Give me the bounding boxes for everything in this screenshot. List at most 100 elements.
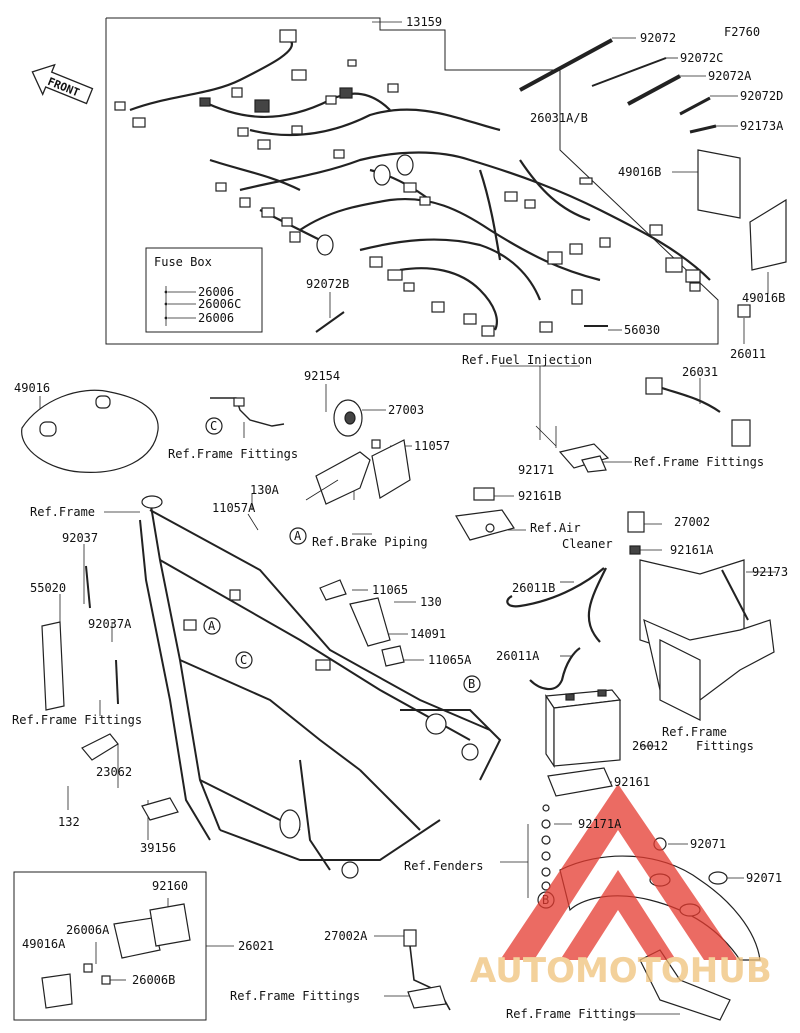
label-ref-frame: Ref.Frame [30, 505, 95, 519]
battery-26012 [544, 689, 622, 768]
label-26011A: 26011A [496, 649, 540, 663]
label-92071-a: 92071 [690, 837, 726, 851]
label-49016B-side: 49016B [742, 291, 785, 305]
label-ref-frame-fittings-c: Ref.Frame Fittings [168, 447, 298, 461]
fuse-box-title: Fuse Box [154, 255, 212, 269]
label-14091: 14091 [410, 627, 446, 641]
label-26011: 26011 [730, 347, 766, 361]
label-92071-b: 92071 [746, 871, 782, 885]
rod-92173 [721, 569, 749, 621]
label-ref-fuel-injection: Ref.Fuel Injection [462, 353, 592, 367]
relay-bracket-27002A [403, 929, 451, 1011]
label-56030: 56030 [624, 323, 660, 337]
label-26006-b: 26006 [198, 311, 234, 325]
cable-ties [315, 38, 717, 333]
label-26006-a: 26006 [198, 285, 234, 299]
cover-14091 [349, 597, 391, 647]
label-26006C: 26006C [198, 297, 241, 311]
label-92072A: 92072A [708, 69, 752, 83]
label-ref-frame-fittings-right-2: Fittings [696, 739, 754, 753]
label-92072: 92072 [640, 31, 676, 45]
marker-a-frame: A [208, 619, 216, 633]
label-ref-frame-fittings-right-1: Ref.Frame [662, 725, 727, 739]
battery-case [639, 559, 775, 721]
label-ref-frame-fittings-bottom: Ref.Frame Fittings [230, 989, 360, 1003]
label-23062: 23062 [96, 765, 132, 779]
label-27002: 27002 [674, 515, 710, 529]
marker-a-upper: A [294, 529, 302, 543]
pad-92161 [547, 767, 613, 797]
label-49016: 49016 [14, 381, 50, 395]
label-92037: 92037 [62, 531, 98, 545]
fuse-box-inset [145, 247, 263, 333]
part-labels: 13159 92072 92072C 92072A 92072D 92173A … [12, 15, 788, 1021]
label-49016A: 49016A [22, 937, 66, 951]
label-ref-air-cleaner: Cleaner [562, 537, 613, 551]
lead-26031 [645, 377, 751, 447]
bracket-23062 [81, 733, 119, 761]
label-39156: 39156 [140, 841, 176, 855]
label-11057: 11057 [414, 439, 450, 453]
label-26012: 26012 [632, 739, 668, 753]
label-26031AB: 26031A/B [530, 111, 588, 125]
label-ref-frame-fittings-fender: Ref.Frame Fittings [506, 1007, 636, 1021]
label-92072B: 92072B [306, 277, 349, 291]
pad-49016B-upper [697, 149, 741, 219]
main-wiring-harness [129, 39, 711, 331]
label-ref-frame-fittings-left: Ref.Frame Fittings [12, 713, 142, 727]
label-27002A: 27002A [324, 929, 368, 943]
label-92161: 92161 [614, 775, 650, 789]
label-11065: 11065 [372, 583, 408, 597]
label-92171: 92171 [518, 463, 554, 477]
marker-b-frame: B [468, 677, 475, 691]
front-arrow-icon: FRONT [31, 63, 94, 105]
label-92160: 92160 [152, 879, 188, 893]
fuel-injection-bracket [558, 443, 610, 469]
label-ref-frame-fittings-fuel: Ref.Frame Fittings [634, 455, 764, 469]
relay-27002 [627, 511, 645, 533]
label-26031: 26031 [682, 365, 718, 379]
label-92154: 92154 [304, 369, 340, 383]
label-92072C: 92072C [680, 51, 723, 65]
pad-49016B-side [749, 198, 787, 271]
label-92171A: 92171A [578, 817, 622, 831]
label-11057A: 11057A [212, 501, 256, 515]
label-ref-brake-piping: Ref.Brake Piping [312, 535, 428, 549]
battery-cable-26011A [529, 647, 581, 691]
label-26006A: 26006A [66, 923, 110, 937]
label-92037A: 92037A [88, 617, 132, 631]
harness-connectors [114, 29, 751, 337]
marker-c-frame: C [240, 653, 247, 667]
label-11065A: 11065A [428, 653, 472, 667]
diagram-code: F2760 [724, 25, 760, 39]
marker-c-upper: C [210, 419, 217, 433]
automotohub-watermark: AUTOMOTOHUB [470, 784, 772, 991]
plate-55020 [41, 621, 65, 711]
cover-49016A [41, 973, 73, 1009]
air-cleaner-bracket [455, 487, 515, 541]
label-92173A: 92173A [740, 119, 784, 133]
ecu-26021 [113, 917, 161, 959]
label-132: 132 [58, 815, 80, 829]
label-92161A: 92161A [670, 543, 714, 557]
label-ref-fenders: Ref.Fenders [404, 859, 483, 873]
label-130A: 130A [250, 483, 280, 497]
label-92072D: 92072D [740, 89, 783, 103]
label-26006B: 26006B [132, 973, 175, 987]
label-39156 [141, 797, 179, 821]
label-27003: 27003 [388, 403, 424, 417]
motorcycle-frame [139, 495, 502, 879]
label-130: 130 [420, 595, 442, 609]
frame-fitting-c [210, 397, 285, 427]
clamp-11065A [381, 645, 405, 667]
label-13159: 13159 [406, 15, 442, 29]
watermark-text: AUTOMOTOHUB [470, 951, 772, 991]
label-92173: 92173 [752, 565, 788, 579]
pad-92160 [149, 903, 191, 947]
label-ref-air: Ref.Air [530, 521, 581, 535]
bracket-11057 [305, 439, 411, 505]
clamp-11065 [319, 579, 347, 601]
battery-cable-26011B [506, 567, 607, 643]
ecu-inset-box [13, 871, 207, 1021]
